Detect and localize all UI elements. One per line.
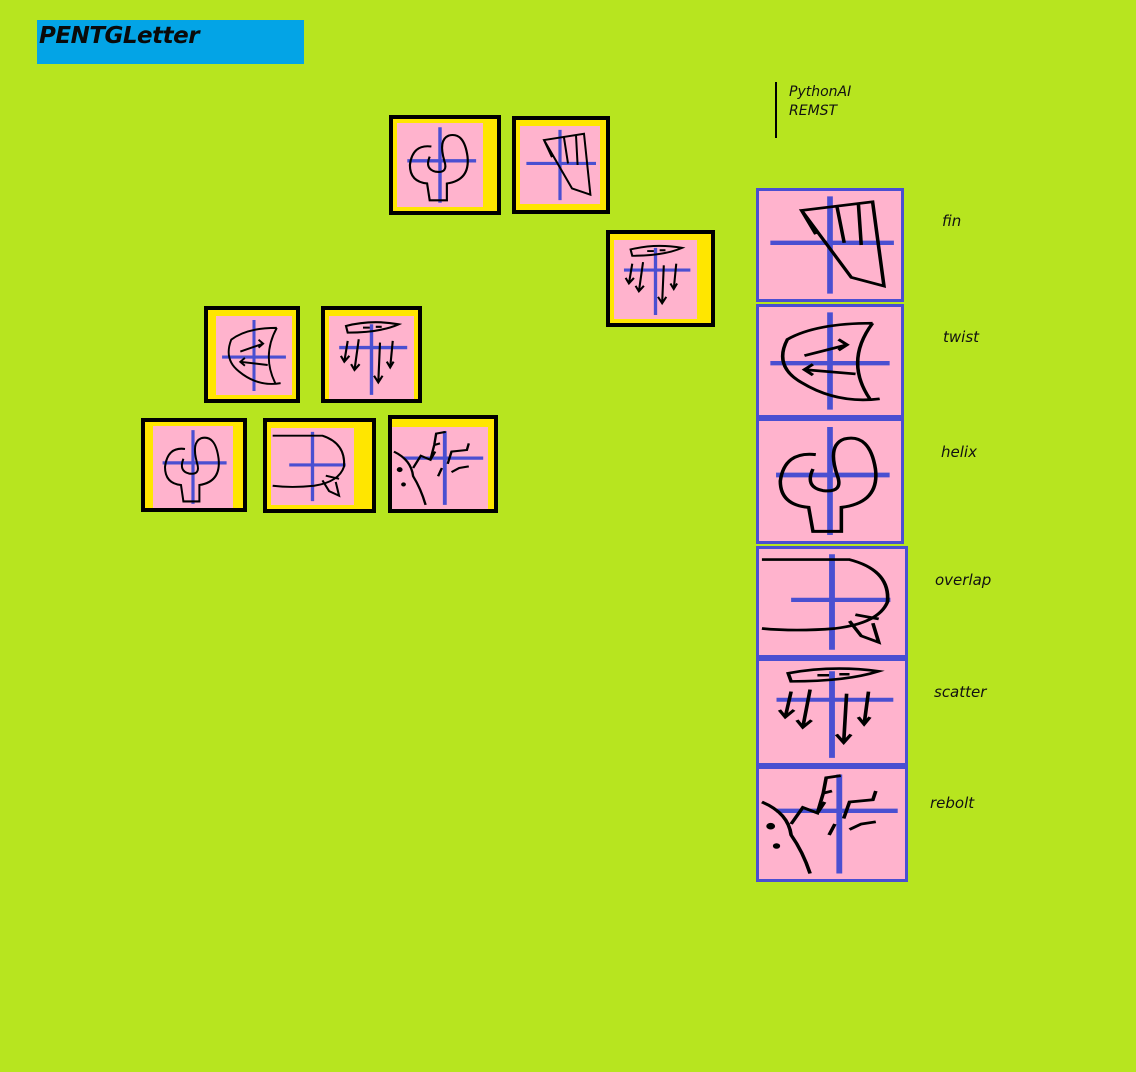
glyph-background <box>392 427 488 509</box>
legend-label-twist: twist <box>943 328 980 346</box>
credit-block: PythonAI REMST <box>789 83 851 121</box>
legend-label-helix: helix <box>941 443 977 461</box>
glyph-tile-overlap <box>263 418 376 513</box>
glyph-tile-twist <box>204 306 300 403</box>
legend-cell-twist <box>756 304 904 418</box>
credit-line-1: PythonAI <box>789 84 852 100</box>
glyph-tile-helix <box>389 115 501 215</box>
glyph-background <box>216 316 292 395</box>
fin-glyph-icon <box>770 196 894 294</box>
glyph-background <box>397 123 483 207</box>
title-bar: PENTGLetter <box>37 20 304 64</box>
credit-divider <box>775 82 777 138</box>
legend-label-scatter: scatter <box>934 683 987 701</box>
credit-line-2: REMST <box>789 103 838 119</box>
rebolt-glyph-icon <box>393 430 484 506</box>
legend-label-overlap: overlap <box>935 571 992 589</box>
helix-glyph-icon <box>162 430 227 504</box>
legend-label-rebolt: rebolt <box>930 794 975 812</box>
scatter-glyph-icon <box>776 667 894 758</box>
legend-cell-helix <box>756 418 904 544</box>
glyph-background <box>329 316 414 399</box>
legend-cell-scatter <box>756 658 908 766</box>
legend-cell-rebolt <box>756 766 908 882</box>
page-title: PENTGLetter <box>39 23 200 49</box>
helix-glyph-icon <box>407 127 477 203</box>
scatter-glyph-icon <box>623 244 691 316</box>
glyph-tile-fin <box>512 116 610 214</box>
glyph-background <box>153 426 233 508</box>
fin-glyph-icon <box>526 129 596 201</box>
rebolt-glyph-icon <box>761 774 898 874</box>
glyph-background <box>520 126 600 204</box>
glyph-tile-rebolt <box>388 415 498 513</box>
scatter-glyph-icon <box>339 321 408 395</box>
glyph-background <box>271 428 354 505</box>
twist-glyph-icon <box>770 312 890 410</box>
glyph-tile-helix <box>141 418 247 512</box>
helix-glyph-icon <box>776 427 890 535</box>
glyph-tile-scatter <box>606 230 715 327</box>
legend-label-fin: fin <box>942 212 962 230</box>
glyph-legend <box>756 188 908 882</box>
legend-cell-fin <box>756 188 904 302</box>
overlap-glyph-icon <box>761 554 891 650</box>
twist-glyph-icon <box>222 319 286 392</box>
overlap-glyph-icon <box>272 431 346 502</box>
legend-cell-overlap <box>756 546 908 658</box>
glyph-background <box>614 240 697 319</box>
glyph-tile-scatter <box>321 306 422 403</box>
